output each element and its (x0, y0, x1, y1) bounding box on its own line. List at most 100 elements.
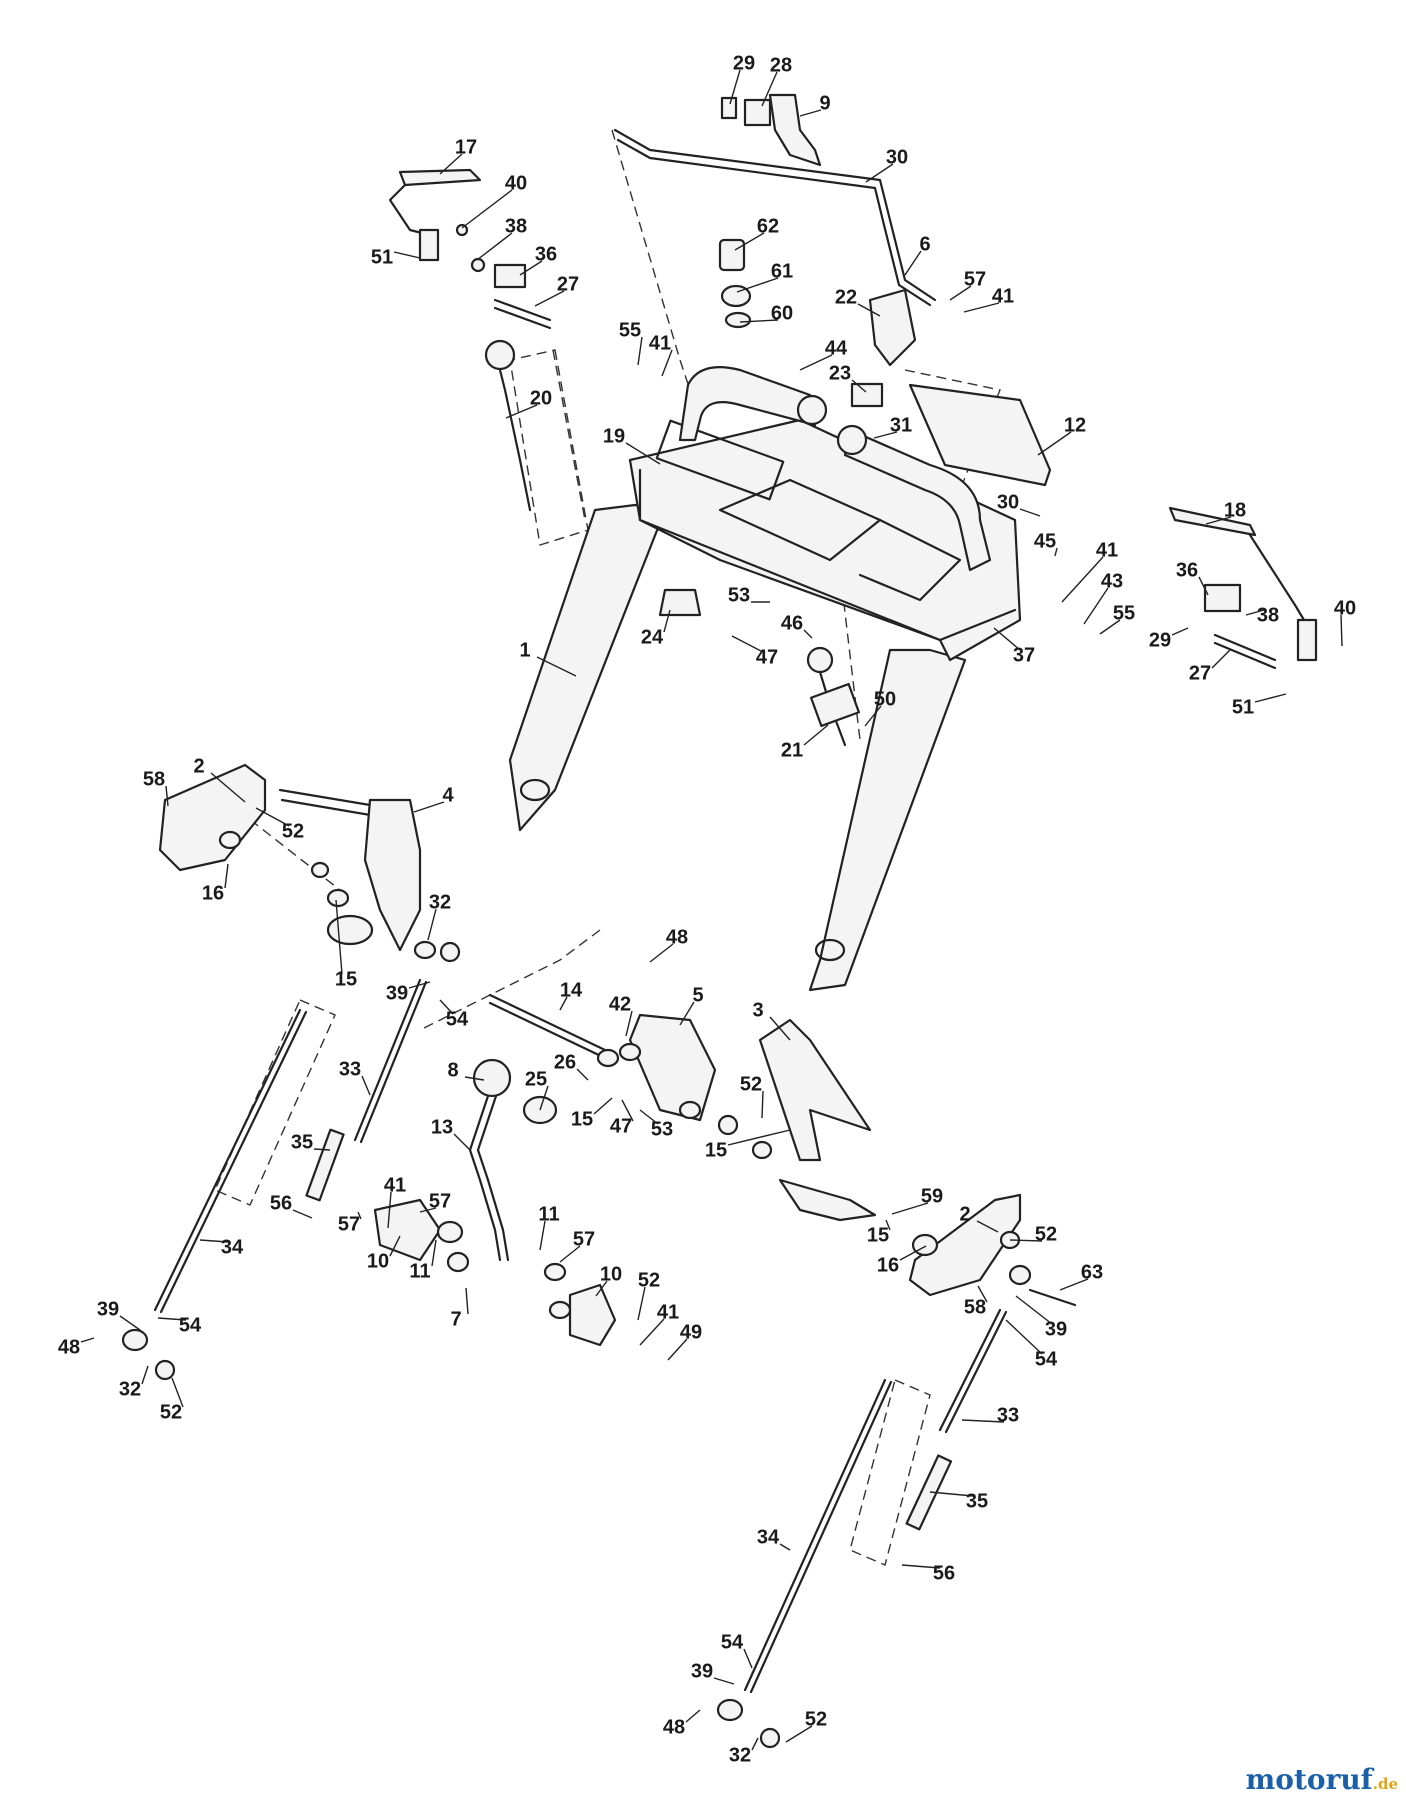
callout-label-58: 58 (143, 768, 165, 790)
callout-leader-41 (536, 656, 577, 677)
callout-label-17: 17 (455, 136, 477, 158)
callout-leader-94 (667, 1338, 688, 1361)
callout-label-44: 44 (825, 337, 848, 359)
callout-leader-48 (255, 807, 290, 827)
callout-label-22: 22 (835, 286, 857, 308)
callout-leader-27 (1054, 547, 1058, 557)
callout-label-2: 2 (959, 1203, 970, 1225)
callout-label-52: 52 (740, 1073, 762, 1095)
callout-label-47: 47 (756, 646, 778, 668)
callout-leader-53 (408, 981, 431, 989)
callout-leader-104 (785, 1725, 813, 1743)
callout-leader-106 (751, 1737, 759, 1751)
top-bracket (720, 93, 822, 167)
callout-label-41: 41 (649, 332, 671, 354)
callout-leader-55 (559, 996, 568, 1011)
callout-leader-33 (1340, 614, 1343, 647)
callout-label-8: 8 (447, 1059, 458, 1081)
callout-leader-99 (929, 1491, 974, 1497)
callout-label-57: 57 (338, 1213, 360, 1235)
callout-label-36: 36 (1176, 559, 1198, 581)
callout-label-28: 28 (770, 54, 792, 76)
callout-leader-24 (625, 442, 661, 465)
callout-label-41: 41 (657, 1301, 679, 1323)
callout-leader-23 (1037, 431, 1072, 456)
callout-label-51: 51 (371, 246, 393, 268)
callout-label-16: 16 (877, 1254, 899, 1276)
brand-tld: .de (1372, 1775, 1398, 1793)
callout-leader-85 (595, 1280, 608, 1297)
callout-label-50: 50 (874, 688, 896, 710)
callout-label-54: 54 (446, 1008, 469, 1030)
callout-label-27: 27 (1189, 662, 1211, 684)
callout-leader-96 (141, 1365, 149, 1385)
callout-label-29: 29 (733, 52, 755, 74)
callout-leader-67 (453, 1133, 471, 1151)
left-rods (121, 978, 428, 1381)
callout-label-29: 29 (1149, 629, 1171, 651)
callout-label-15: 15 (705, 1139, 727, 1161)
callout-leader-37 (1171, 627, 1189, 636)
callout-label-41: 41 (1096, 539, 1118, 561)
handle-grips (678, 366, 992, 572)
callout-leader-71 (419, 1207, 437, 1213)
callout-label-16: 16 (202, 882, 224, 904)
left-lever (388, 168, 552, 330)
callout-leader-87 (119, 1315, 141, 1331)
callout-label-49: 49 (680, 1321, 702, 1343)
callout-label-54: 54 (721, 1631, 744, 1653)
callout-label-57: 57 (964, 268, 986, 290)
callout-label-46: 46 (781, 612, 803, 634)
callout-leader-75 (357, 1211, 362, 1220)
callout-leader-42 (1254, 693, 1287, 703)
callout-label-57: 57 (429, 1190, 451, 1212)
callout-label-63: 63 (1081, 1261, 1103, 1283)
callout-leader-28 (1061, 556, 1104, 603)
callout-label-15: 15 (867, 1224, 889, 1246)
callout-label-56: 56 (933, 1562, 955, 1584)
shift-lever (658, 588, 861, 747)
callout-label-52: 52 (638, 1269, 660, 1291)
callout-leader-3 (865, 163, 894, 183)
callout-leader-9 (393, 251, 421, 259)
callout-leader-73 (891, 1202, 929, 1215)
callout-leader-64 (621, 1099, 634, 1122)
callout-leader-4 (439, 153, 463, 175)
callout-label-31: 31 (890, 414, 912, 436)
callout-label-59: 59 (921, 1185, 943, 1207)
callout-leader-66 (761, 1090, 764, 1119)
callout-label-32: 32 (729, 1744, 751, 1766)
callout-leader-36 (663, 609, 671, 633)
callout-leader-44 (803, 724, 829, 746)
callout-label-39: 39 (1045, 1318, 1067, 1340)
callout-label-33: 33 (997, 1404, 1019, 1426)
callout-label-61: 61 (771, 260, 793, 282)
callout-leader-88 (157, 1317, 187, 1321)
callout-label-38: 38 (505, 215, 527, 237)
callout-leader-68 (313, 1148, 331, 1151)
brand-logo: motoruf.de (1246, 1763, 1398, 1796)
callout-label-35: 35 (966, 1490, 988, 1512)
callout-leader-79 (559, 1245, 581, 1263)
callout-label-11: 11 (409, 1260, 430, 1282)
callout-leader-89 (977, 1285, 988, 1303)
callout-leader-14 (736, 277, 779, 293)
callout-leader-29 (1198, 576, 1209, 596)
control-lever (373, 1058, 617, 1347)
callout-leader-45 (165, 785, 169, 807)
handle-frame (508, 418, 1022, 992)
callout-label-56: 56 (270, 1192, 292, 1214)
callout-leader-20 (851, 379, 867, 393)
callout-leader-56 (679, 1001, 695, 1026)
callout-leader-77 (885, 1219, 891, 1231)
callout-label-54: 54 (1035, 1348, 1058, 1370)
callout-leader-38 (993, 627, 1021, 651)
callout-leader-57 (625, 1010, 633, 1037)
callout-label-13: 13 (431, 1116, 453, 1138)
callout-label-9: 9 (819, 92, 830, 114)
left-bracket-assembly (158, 763, 461, 963)
callout-leader-62 (539, 1085, 549, 1111)
callout-label-52: 52 (160, 1401, 182, 1423)
callout-label-35: 35 (291, 1131, 313, 1153)
callout-label-41: 41 (992, 285, 1014, 307)
